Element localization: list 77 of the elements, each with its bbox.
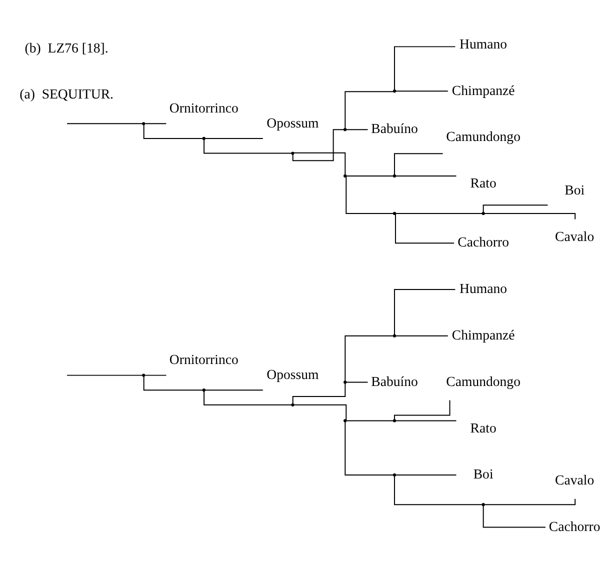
node-point	[392, 174, 396, 178]
connector	[204, 390, 292, 405]
node-point	[482, 502, 485, 506]
connector	[346, 420, 394, 421]
connector	[292, 382, 346, 404]
connector	[292, 128, 344, 161]
node-text: Camundongo	[446, 373, 521, 388]
connector	[394, 152, 444, 175]
connector	[344, 421, 394, 475]
connector	[395, 213, 455, 244]
connector	[346, 175, 394, 214]
connector	[204, 389, 264, 390]
connector	[482, 204, 548, 212]
node-point	[344, 128, 347, 131]
connector	[395, 420, 457, 421]
connector	[66, 122, 143, 124]
connector	[394, 399, 450, 420]
connector	[395, 334, 448, 336]
connector	[394, 288, 456, 335]
node-point	[142, 122, 146, 125]
node-point	[392, 418, 396, 422]
node-point	[392, 89, 396, 92]
connector	[294, 152, 346, 175]
node-text: Boi	[564, 182, 585, 197]
node-point	[392, 211, 396, 215]
connector	[346, 381, 368, 382]
node-point	[202, 136, 206, 140]
label: (b) LZ76 [18].	[24, 40, 108, 55]
connector	[484, 212, 576, 220]
connector	[204, 138, 292, 154]
node-text: Opossum	[266, 366, 319, 382]
node-text: Boi	[473, 466, 494, 482]
node-text: Cachorro	[458, 234, 509, 250]
connector	[395, 212, 483, 214]
node-text: Ornitorrinco	[169, 100, 238, 116]
node-text: Babuíno	[371, 120, 418, 136]
connector	[144, 374, 167, 376]
connector	[394, 475, 483, 505]
node-point	[344, 418, 347, 422]
connector	[346, 128, 368, 130]
connector	[344, 90, 394, 128]
connector	[394, 46, 456, 90]
connector	[344, 334, 394, 382]
node-point	[344, 380, 347, 384]
node-point	[202, 388, 206, 392]
node-text: Rato	[470, 175, 496, 190]
node-text: Humano	[460, 280, 508, 296]
connector	[143, 376, 203, 390]
node-point	[344, 174, 347, 178]
node-point	[392, 334, 396, 337]
connector	[294, 404, 347, 421]
connector	[66, 374, 143, 376]
node-point	[142, 373, 146, 376]
connector	[395, 174, 457, 176]
connector	[143, 124, 203, 138]
node-text: Humano	[460, 36, 508, 51]
connector	[144, 122, 167, 124]
node-text: Cavalo	[555, 472, 594, 488]
node-point	[392, 472, 396, 476]
node-text: Rato	[470, 420, 496, 435]
connector	[482, 504, 546, 528]
connector	[395, 474, 457, 475]
node-text: Chimpanzé	[452, 82, 515, 98]
node-text: Cachorro	[548, 518, 600, 534]
node-text: Babuíno	[371, 373, 418, 388]
connector	[204, 137, 264, 138]
node-text: Ornitorrinco	[169, 352, 238, 367]
node-text: Cavalo	[555, 228, 594, 244]
node-text: Chimpanzé	[452, 326, 515, 342]
connector	[395, 90, 448, 92]
node-text: Camundongo	[446, 128, 521, 144]
node-point	[482, 211, 485, 215]
node-text: Opossum	[266, 114, 319, 130]
node-point	[291, 402, 294, 406]
connector	[346, 174, 394, 176]
node-point	[291, 151, 294, 154]
label: (a) SEQUITUR.	[20, 86, 114, 102]
